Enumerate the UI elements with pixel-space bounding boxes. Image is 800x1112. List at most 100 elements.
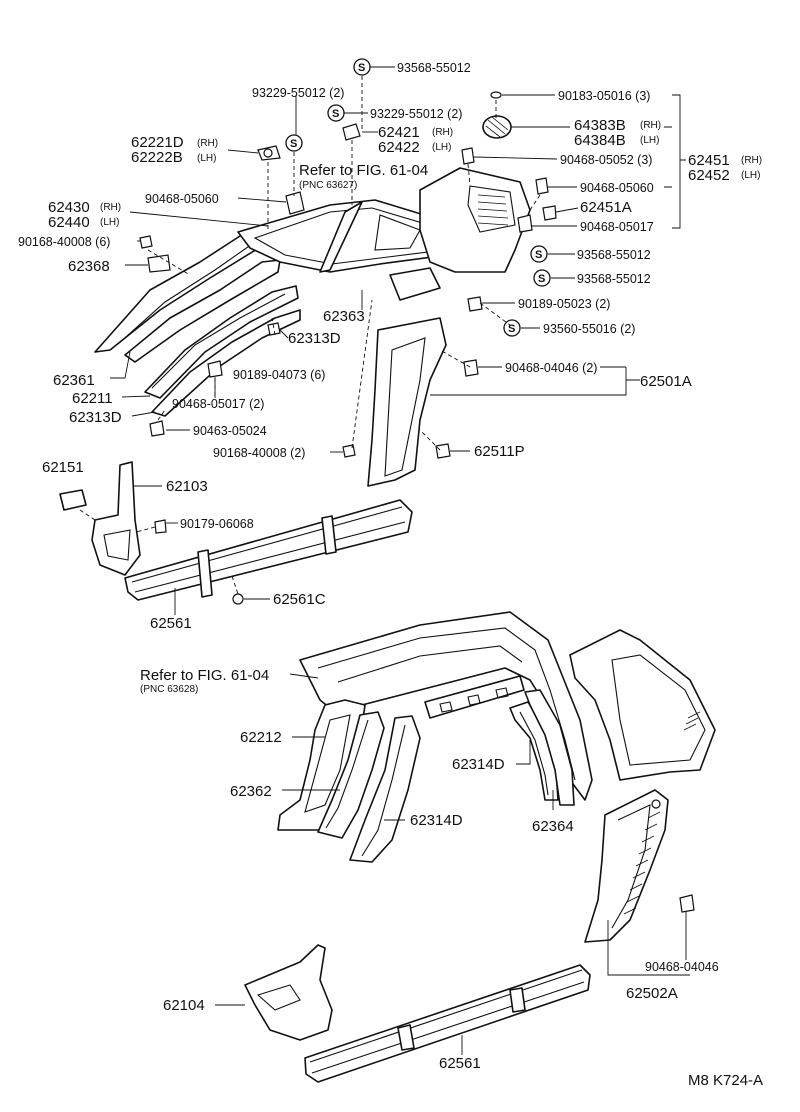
rear-quarter-trim-upper bbox=[569, 629, 716, 781]
label-62364: 62364 bbox=[532, 818, 574, 835]
weatherstrip-62362 bbox=[317, 711, 385, 839]
clip-62421 bbox=[342, 123, 361, 141]
label-62221D: 62221D bbox=[131, 134, 184, 151]
label-64383B: 64383B bbox=[574, 117, 626, 134]
label-93568-55012-top: 93568-55012 bbox=[397, 61, 471, 75]
label-90168-40008-b: 90168-40008 (2) bbox=[213, 446, 305, 460]
label-90189-05023: 90189-05023 (2) bbox=[518, 297, 610, 311]
clip-62511P bbox=[435, 443, 451, 459]
label-90463-05024: 90463-05024 bbox=[193, 424, 267, 438]
label-62363: 62363 bbox=[323, 308, 365, 325]
label-rh: (RH) bbox=[640, 120, 661, 131]
svg-text:S: S bbox=[358, 62, 365, 74]
rear-quarter-trim-62502A bbox=[584, 789, 669, 943]
label-pnc-63628: (PNC 63628) bbox=[140, 684, 198, 695]
label-62430: 62430 bbox=[48, 199, 90, 216]
bracket-62103 bbox=[91, 461, 141, 576]
label-90468-05060-b: 90468-05060 bbox=[580, 181, 654, 195]
label-62314D-a: 62314D bbox=[452, 756, 505, 773]
quarter-frame-upper-lower-assy bbox=[299, 611, 593, 801]
clip-90468-05017-right bbox=[517, 214, 533, 233]
label-62451: 62451 bbox=[688, 152, 730, 169]
bracket-62104 bbox=[244, 944, 333, 1041]
weatherstrip-62314D-left bbox=[349, 715, 421, 863]
svg-text:S: S bbox=[508, 323, 515, 335]
label-rh: (RH) bbox=[197, 138, 218, 149]
label-93229-55012-a: 93229-55012 (2) bbox=[252, 86, 344, 100]
clip-90468-05060-right bbox=[535, 177, 549, 195]
weatherstrip-62364 bbox=[524, 689, 575, 806]
label-90168-40008-a: 90168-40008 (6) bbox=[18, 235, 110, 249]
label-64384B: 64384B bbox=[574, 132, 626, 149]
label-62422: 62422 bbox=[378, 139, 420, 156]
label-62501A: 62501A bbox=[640, 373, 692, 390]
label-62314D-b: 62314D bbox=[410, 812, 463, 829]
clip-62221D bbox=[257, 145, 281, 161]
label-lh: (LH) bbox=[100, 217, 119, 228]
label-refer-fig-61-04-a: Refer to FIG. 61-04 bbox=[299, 162, 428, 179]
clip-90468-05060 bbox=[285, 191, 305, 215]
label-lh: (LH) bbox=[741, 170, 760, 181]
label-62212: 62212 bbox=[240, 729, 282, 746]
label-90468-04046-b: 90468-04046 bbox=[645, 960, 719, 974]
clip-90468-04046 bbox=[463, 359, 479, 377]
label-93560-55016: 93560-55016 (2) bbox=[543, 322, 635, 336]
label-lh: (LH) bbox=[197, 153, 216, 164]
label-lh: (LH) bbox=[640, 135, 659, 146]
pad-62151 bbox=[59, 489, 87, 511]
clip-90183-05016 bbox=[490, 91, 502, 99]
label-rh: (RH) bbox=[100, 202, 121, 213]
label-62222B: 62222B bbox=[131, 149, 183, 166]
label-90468-05060-a: 90468-05060 bbox=[145, 192, 219, 206]
label-90468-05052: 90468-05052 (3) bbox=[560, 153, 652, 167]
label-62561C: 62561C bbox=[273, 591, 326, 608]
label-62313D-a: 62313D bbox=[288, 330, 341, 347]
label-figure-code: M8 K724-A bbox=[688, 1072, 763, 1089]
label-62103: 62103 bbox=[166, 478, 208, 495]
label-90468-05017-a: 90468-05017 bbox=[580, 220, 654, 234]
label-62511P: 62511P bbox=[474, 443, 525, 460]
label-62151: 62151 bbox=[42, 459, 84, 476]
label-62561-b: 62561 bbox=[439, 1055, 481, 1072]
svg-text:S: S bbox=[538, 273, 545, 285]
quarter-trim-62451 bbox=[389, 167, 531, 301]
label-62362: 62362 bbox=[230, 783, 272, 800]
screw-symbol: S S S S S S bbox=[285, 58, 551, 337]
clip-90463-05024 bbox=[149, 420, 165, 437]
roof-inner-rail-62211 bbox=[144, 285, 301, 417]
label-lh: (LH) bbox=[432, 142, 451, 153]
roof-side-rail-62361 bbox=[94, 231, 281, 363]
pillar-garnish-62501A bbox=[367, 317, 447, 487]
label-62561-a: 62561 bbox=[150, 615, 192, 632]
clip-90179-06068 bbox=[154, 519, 167, 534]
clip-90468-05052 bbox=[461, 147, 475, 165]
label-rh: (RH) bbox=[741, 155, 762, 166]
label-93568-55012-b: 93568-55012 bbox=[577, 248, 651, 262]
label-rh: (RH) bbox=[432, 127, 453, 138]
clip-62451A bbox=[542, 205, 557, 221]
label-90179-06068: 90179-06068 bbox=[180, 517, 254, 531]
label-62368: 62368 bbox=[68, 258, 110, 275]
svg-text:S: S bbox=[535, 249, 542, 261]
label-62421: 62421 bbox=[378, 124, 420, 141]
part-labels: 93568-55012 93229-55012 (2) 93229-55012 … bbox=[18, 61, 763, 1089]
label-pnc-63627: (PNC 63627) bbox=[299, 180, 357, 191]
label-90189-04073: 90189-04073 (6) bbox=[233, 368, 325, 382]
label-62502A: 62502A bbox=[626, 985, 678, 1002]
clip-62368 bbox=[147, 254, 171, 273]
label-93568-55012-c: 93568-55012 bbox=[577, 272, 651, 286]
label-refer-fig-61-04-b: Refer to FIG. 61-04 bbox=[140, 667, 269, 684]
rocker-rail-62561-upper bbox=[124, 499, 413, 601]
svg-text:S: S bbox=[290, 138, 297, 150]
label-62211: 62211 bbox=[72, 390, 113, 407]
label-62452: 62452 bbox=[688, 167, 730, 184]
clip-90189-04073 bbox=[267, 322, 281, 336]
leader-lines bbox=[110, 66, 690, 1055]
label-62313D-b: 62313D bbox=[69, 409, 122, 426]
svg-text:S: S bbox=[332, 108, 339, 120]
label-62440: 62440 bbox=[48, 214, 90, 231]
label-93229-55012-b: 93229-55012 (2) bbox=[370, 107, 462, 121]
label-62451A: 62451A bbox=[580, 199, 632, 216]
label-62104: 62104 bbox=[163, 997, 205, 1014]
